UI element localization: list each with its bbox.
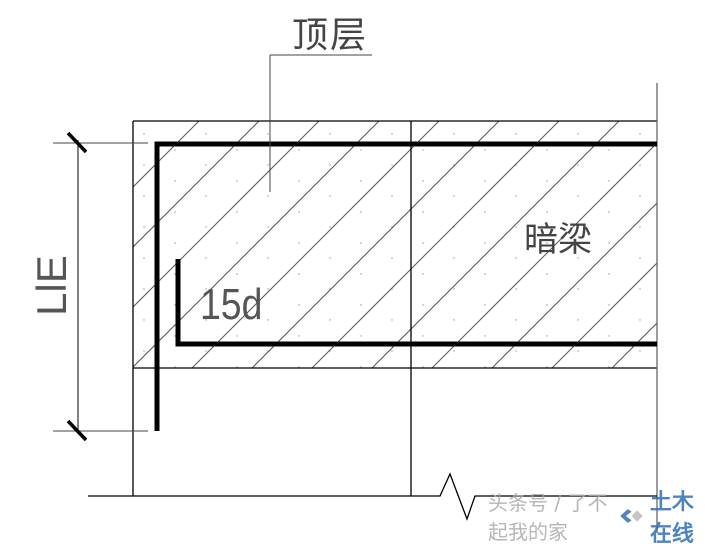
top-rebar-anchored xyxy=(154,141,657,431)
dimension-line xyxy=(53,131,148,442)
watermark-source: 头条号 / 了不起我的家 xyxy=(488,491,608,544)
watermark: 头条号 / 了不起我的家 土木在线 xyxy=(488,490,705,547)
dimension-tick-top xyxy=(66,131,88,154)
ground-line-with-break xyxy=(88,472,657,521)
structure-outline xyxy=(88,83,658,533)
top-floor-label: 顶层 xyxy=(292,15,369,56)
watermark-brand: 土木在线 xyxy=(649,490,694,547)
hook-length-label: 15d xyxy=(200,280,263,329)
anchorage-length-label: LlE xyxy=(28,255,75,316)
hidden-beam-label: 暗梁 xyxy=(524,220,592,260)
dimension-tick-bottom xyxy=(66,419,88,442)
leader-line xyxy=(269,54,372,192)
concrete-hatch-region xyxy=(133,121,657,368)
brand-logo-icon xyxy=(620,509,643,523)
drawing-canvas xyxy=(53,54,658,533)
bottom-rebar-hook xyxy=(175,259,657,347)
rebars xyxy=(154,141,657,431)
